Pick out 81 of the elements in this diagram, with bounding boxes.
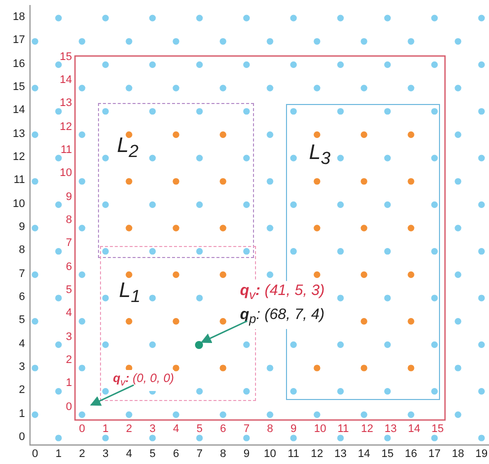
axis-tick-label: 6 [66,260,72,273]
axis-tick-label: 5 [66,284,72,296]
axis-tick-label: 11 [14,174,25,186]
axis-tick-label: 12 [361,423,374,435]
axis-tick-label: 12 [310,448,324,460]
axis-tick-label: 5 [149,448,156,460]
axis-tick-label: 2 [126,423,132,435]
axis-tick-label: 6 [172,448,180,460]
axis-tick-label: 14 [408,423,420,435]
axis-tick-label: 10 [264,448,276,460]
axis-tick-label: 15 [432,423,444,435]
axis-tick-label: 0 [18,431,25,443]
axis-tick-label: 16 [404,448,418,460]
axis-tick-label: 11 [288,448,300,460]
axis-tick-label: 9 [290,423,297,435]
axis-tick-label: 8 [267,423,274,435]
axis-tick-label: 9 [66,190,72,203]
axis-tick-label: 10 [314,423,326,435]
axis-tick-label: 18 [452,448,464,460]
axis-tick-label: 17 [428,448,441,460]
axis-tick-label: 5 [196,423,203,435]
coordinate-label: q$_{p}$: (68, 7, 4) [240,305,324,329]
axis-tick-label: 1 [18,408,25,420]
axis-tick-label: 15 [60,50,72,63]
axis-tick-label: 10 [60,167,72,180]
leader-arrow [200,320,248,344]
region-label: L$_{1}$ [119,279,140,308]
axis-tick-label: 15 [12,81,25,94]
region-label: L$_{2}$ [117,134,138,162]
axis-tick-label: 11 [338,423,349,435]
axis-tick-label: 0 [66,400,72,413]
region-box [98,103,254,258]
axis-tick-label: 4 [126,448,132,460]
axis-tick-label: 18 [12,11,25,24]
axis-tick-label: 8 [66,214,72,226]
leader-arrow [90,384,134,406]
axis-tick-label: 3 [66,330,72,343]
axis-tick-label: 10 [12,198,25,210]
axis-tick-label: 0 [79,423,86,435]
axis-tick-label: 4 [66,307,72,320]
axis-tick-label: 3 [102,448,109,460]
axis-tick-label: 4 [18,338,25,350]
axis-tick-label: 6 [18,291,25,304]
axis-tick-label: 7 [244,423,250,435]
axis-tick-label: 3 [18,361,25,373]
axis-tick-label: 14 [358,448,370,460]
highlighted-point [195,341,203,349]
axis-tick-label: 13 [60,97,72,110]
axis-tick-label: 15 [381,448,394,460]
axis-tick-label: 8 [18,244,25,256]
axis-tick-label: 8 [220,448,226,460]
axis-tick-label: 12 [60,120,72,133]
axis-tick-label: 9 [18,221,25,234]
axis-tick-label: 7 [66,237,72,250]
axis-tick-label: 2 [66,354,72,366]
axis-tick-label: 2 [18,384,25,396]
axis-tick-label: 11 [60,144,72,156]
axis-tick-label: 9 [243,448,250,460]
axis-tick-label: 14 [60,74,72,86]
axis-tick-label: 1 [55,448,62,460]
axis-tick-label: 13 [334,448,347,460]
axis-tick-label: 7 [196,448,203,460]
axis-tick-label: 5 [18,314,25,326]
axis-tick-label: 4 [173,423,180,435]
axis-tick-label: 1 [102,423,109,435]
axis-tick-label: 16 [12,58,25,70]
axis-tick-label: 0 [32,448,38,460]
coordinate-label: q$_{v}$: (41, 5, 3) [240,281,325,305]
axis-tick-label: 6 [220,423,226,435]
axis-tick-label: 7 [18,268,25,280]
coordinate-label: q$_{v}$: (0, 0, 0) [113,370,174,392]
region-label: L$_{3}$ [309,141,330,170]
axis-tick-label: 3 [150,423,156,435]
axis-tick-label: 1 [66,377,72,390]
axis-tick-label: 13 [384,423,397,435]
axis-tick-label: 17 [12,34,25,46]
axis-tick-label: 2 [78,448,86,460]
axis-tick-label: 12 [12,151,25,164]
axis-tick-label: 13 [12,128,25,140]
axis-tick-label: 14 [12,104,25,116]
axis-tick-label: 19 [475,448,488,460]
